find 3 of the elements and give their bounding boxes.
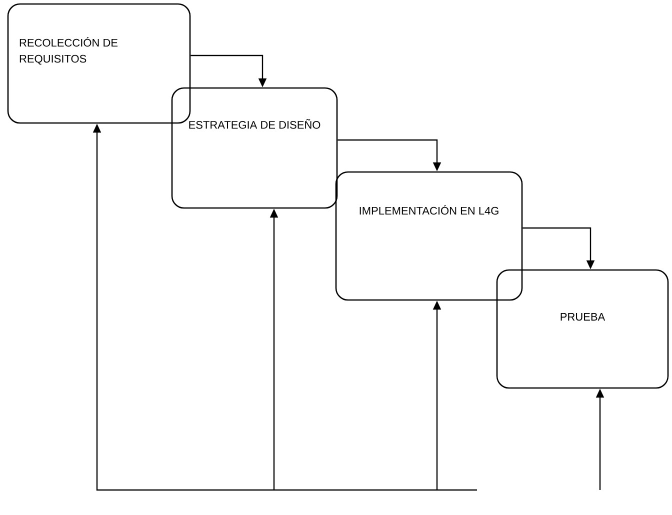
process-box: ESTRATEGIA DE DISEÑO xyxy=(171,87,338,209)
process-box: IMPLEMENTACIÓN EN L4G xyxy=(335,171,523,301)
process-box: PRUEBA xyxy=(496,269,669,389)
